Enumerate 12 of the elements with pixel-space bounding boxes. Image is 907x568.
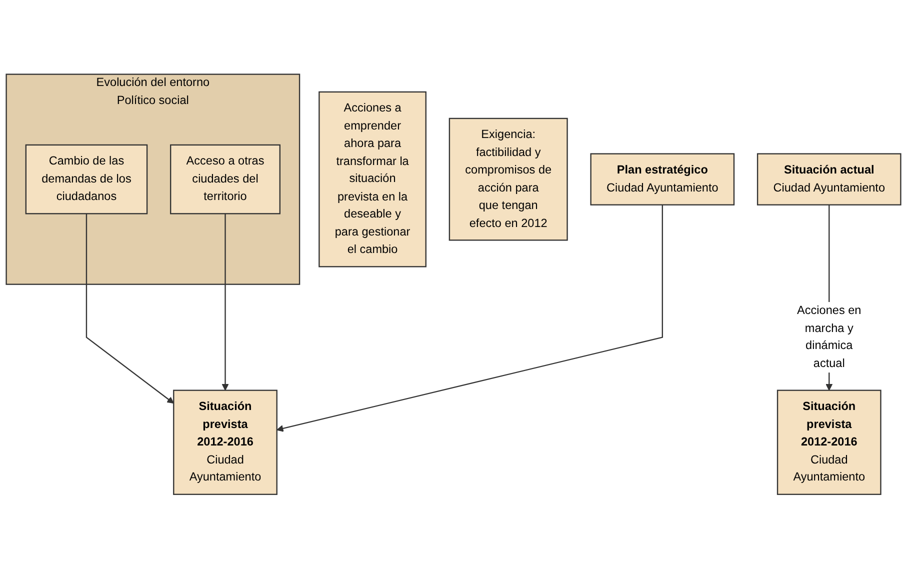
node-box: Acciones a emprender ahora para transformar la situación prevista en la deseable y para gestionar el cambio <box>318 91 426 267</box>
arrow <box>86 213 174 404</box>
edge-label: Acciones en marcha y dinámica actual <box>797 303 862 370</box>
node-box: Situación prevista 2012-2016 Ciudad Ayuntamiento <box>173 389 278 495</box>
node-box: Situación prevista 2012-2016 Ciudad Ayuntamiento <box>776 389 882 495</box>
node-box: Acceso a otras ciudades del territorio <box>170 144 280 214</box>
arrow <box>222 213 229 390</box>
arrow <box>276 204 663 432</box>
node-box: Cambio de las demandas de los ciudadanos <box>25 144 148 214</box>
node-box: Exigencia: factibilidad y compromisos de acción para que tengan efecto en 2012 <box>448 118 568 240</box>
node-box: Plan estratégico Ciudad Ayuntamiento <box>590 152 735 206</box>
node-box: Situación actual Ciudad Ayuntamiento <box>756 152 902 206</box>
